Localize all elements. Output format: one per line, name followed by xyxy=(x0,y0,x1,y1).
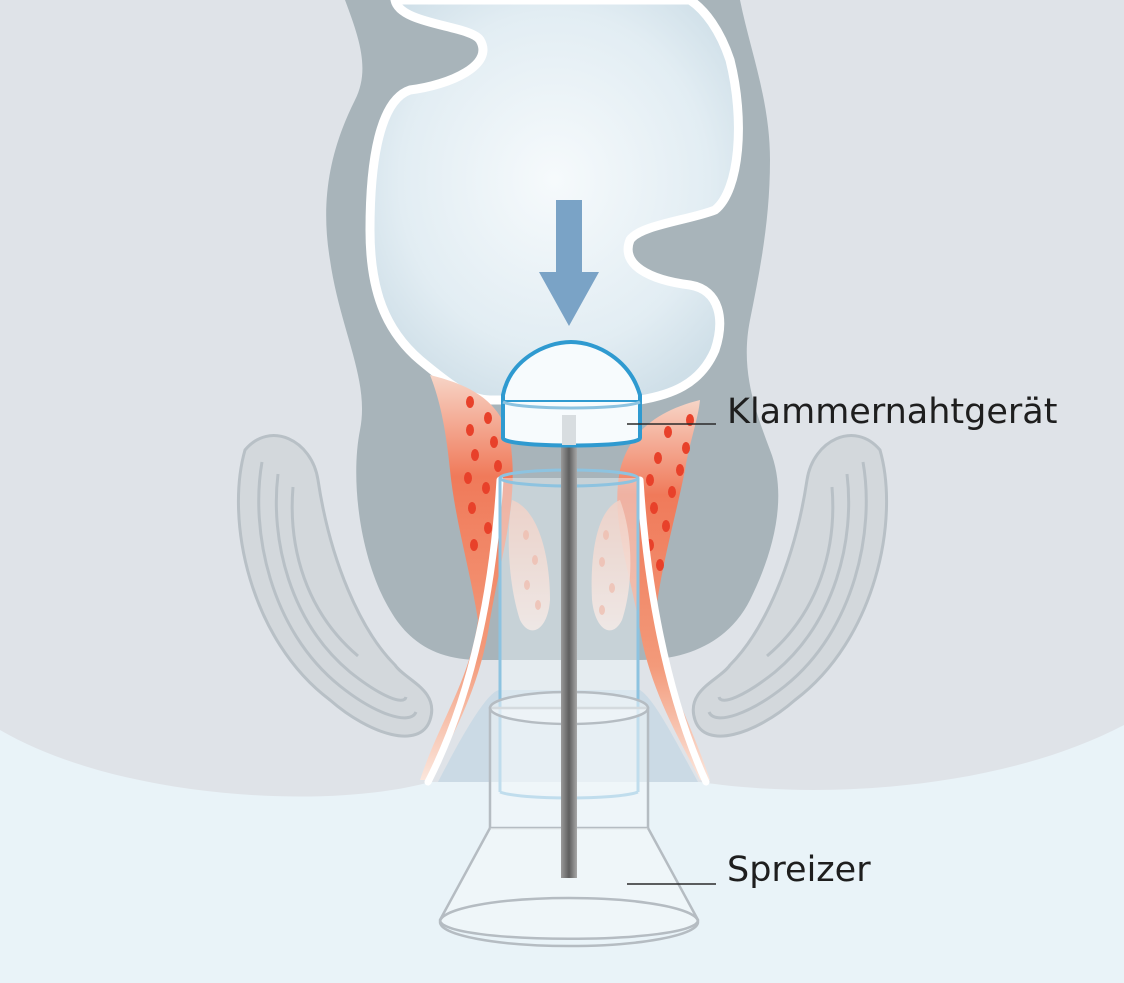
vessel-dots-left xyxy=(464,396,502,551)
stapler-anvil xyxy=(501,340,642,448)
speculum-handle xyxy=(438,690,700,948)
rectal-lumen xyxy=(365,0,743,405)
sphincter-muscle-right xyxy=(691,434,889,738)
inner-vessel-dots xyxy=(523,530,615,615)
inner-tissue-left xyxy=(508,500,550,631)
inner-tissue-right xyxy=(591,500,631,631)
stapler-label: Klammernahtgerät xyxy=(727,392,1058,432)
anal-canal-outline xyxy=(424,476,710,786)
hemorrhoid-tissue-left xyxy=(420,375,513,780)
insertion-direction-arrow xyxy=(539,200,599,326)
speculum-label: Spreizer xyxy=(727,850,871,890)
stapler-rod xyxy=(561,438,577,878)
sphincter-muscle-left xyxy=(236,434,434,738)
